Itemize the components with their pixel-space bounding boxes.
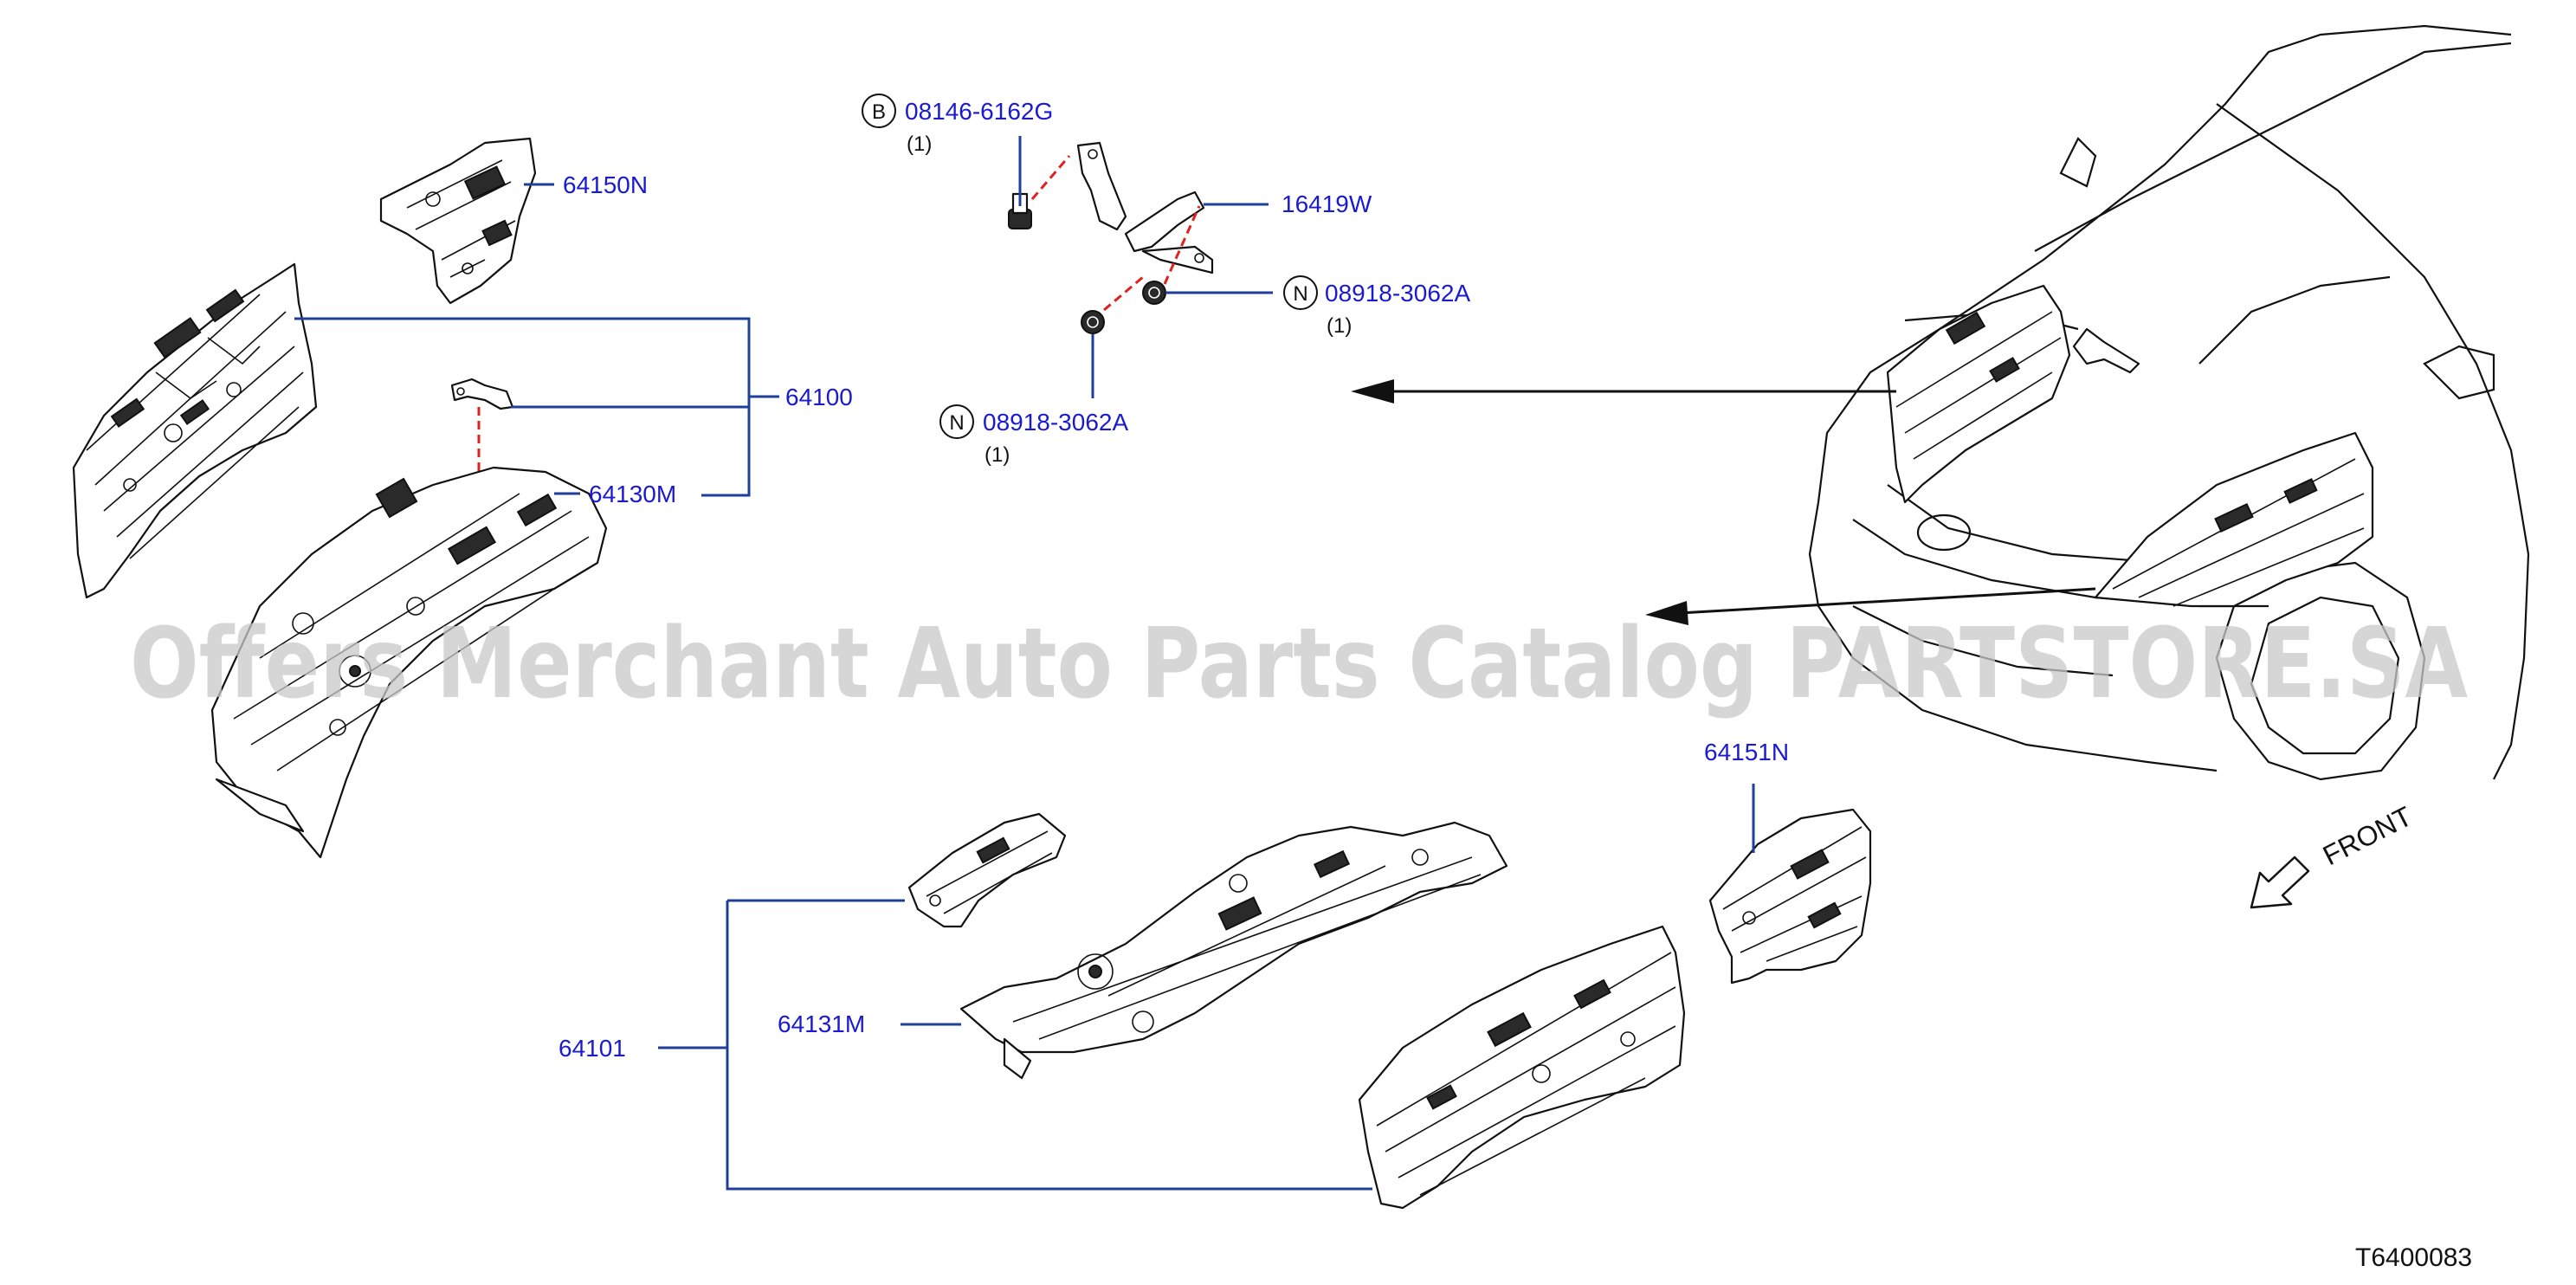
front-direction-indicator: FRONT — [2250, 800, 2418, 909]
front-arrow-icon — [2250, 856, 2310, 909]
front-label: FRONT — [2318, 800, 2418, 871]
label-64130M[interactable]: 64130M — [589, 481, 676, 507]
part-64151N-drawing[interactable] — [1708, 808, 1872, 985]
leader-lines-left — [294, 183, 779, 497]
label-bolt-number[interactable]: 08146-6162G — [905, 98, 1053, 125]
label-64100[interactable]: 64100 — [785, 384, 853, 410]
label-64131M[interactable]: 64131M — [778, 1011, 865, 1037]
fastener-bolt-callout[interactable]: B 08146-6162G (1) — [862, 94, 1053, 156]
pointer-arrows — [1351, 379, 2096, 625]
fastener-guide-lines-center — [1030, 155, 1201, 312]
label-64151N[interactable]: 64151N — [1704, 739, 1789, 765]
fastener-nut-bottom-callout[interactable]: N 08918-3062A (1) — [939, 404, 1128, 467]
part-dash-panel-left-drawing[interactable] — [72, 262, 318, 599]
bolt-symbol-circle — [862, 94, 896, 128]
part-clip-drawing[interactable] — [450, 378, 514, 410]
leader-lines-center — [1018, 136, 1273, 398]
nut-right-symbol-circle — [1283, 275, 1318, 310]
label-16419W[interactable]: 16419W — [1282, 190, 1372, 217]
vehicle-highlight-bracket — [2072, 327, 2140, 374]
part-64101-bracket-drawing[interactable] — [907, 812, 1067, 928]
leader-lines-bottom — [658, 784, 1755, 1191]
diagram-code: T6400083 — [2355, 1243, 2472, 1272]
fastener-nut-right-callout[interactable]: N 08918-3062A (1) — [1283, 275, 1470, 338]
vehicle-highlight-left-panel — [1886, 284, 2071, 504]
vehicle-highlight-right-panel — [2094, 431, 2374, 608]
label-nut-right-number[interactable]: 08918-3062A — [1325, 280, 1470, 307]
label-64150N[interactable]: 64150N — [563, 171, 648, 198]
part-64131M-drawing[interactable] — [959, 821, 1508, 1080]
nut-bottom-drawing[interactable] — [1081, 310, 1105, 334]
bolt-qty: (1) — [907, 132, 932, 156]
nut-right-drawing[interactable] — [1142, 281, 1166, 305]
nut-right-qty: (1) — [1327, 314, 1352, 338]
label-64101[interactable]: 64101 — [558, 1035, 626, 1062]
part-64130M-drawing[interactable] — [210, 466, 608, 859]
part-64150N-drawing[interactable] — [379, 137, 537, 305]
label-nut-bottom-number[interactable]: 08918-3062A — [983, 409, 1128, 436]
nut-right-symbol: N — [1293, 282, 1307, 306]
part-dash-panel-bottom-drawing[interactable] — [1358, 925, 1686, 1210]
watermark-text: Offers Merchant Auto Parts Catalog PARTS… — [130, 608, 2468, 720]
nut-bottom-symbol: N — [949, 411, 964, 435]
part-16419W-drawing[interactable] — [1076, 141, 1214, 274]
nut-bottom-symbol-circle — [939, 404, 974, 439]
nut-bottom-qty: (1) — [985, 443, 1010, 467]
bolt-symbol: B — [872, 100, 886, 124]
